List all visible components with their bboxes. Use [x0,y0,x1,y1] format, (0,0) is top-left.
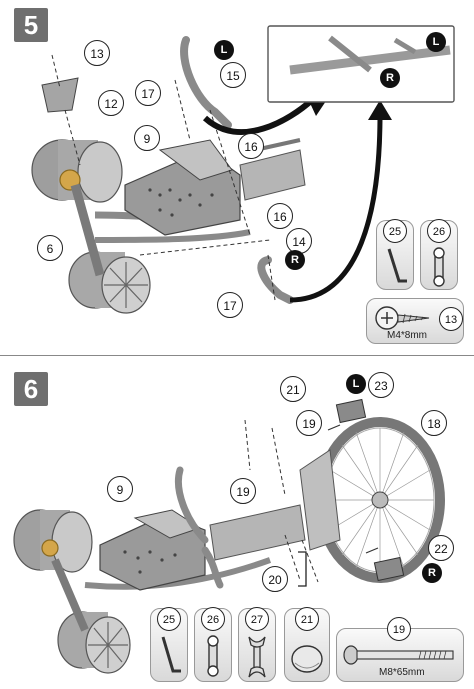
allen-key-icon [387,248,407,283]
callout-tool-21-step6: 21 [295,607,319,631]
tool-card-26: 26 [420,219,458,290]
right-handle-icon [257,256,294,304]
tool-card-26-step6: 26 [194,607,232,682]
allen-key-icon [161,636,181,673]
left-side-badge: L [214,40,234,60]
callout-23: 23 [368,372,394,398]
tool-card-27-step6: 27 [238,607,276,682]
callout-17-bottom: 17 [217,292,243,318]
callout-9-step6: 9 [107,476,133,502]
screw-card-13: 13 M4*8mm [366,298,464,344]
pedal-left-icon [327,398,367,431]
callout-bolt-19: 19 [387,617,411,641]
seat-cover-icon [41,77,79,113]
tool-card-25: 25 [376,219,414,290]
callout-14: 14 [286,228,312,254]
callout-9: 9 [134,125,160,151]
box-wrench-icon [207,635,219,677]
rear-wheel-top-6-icon [13,509,93,573]
bolt-card-19: 19 M8*65mm [336,617,464,682]
callout-21: 21 [280,376,306,402]
pedal-right-icon [365,547,405,582]
left-handle-icon [180,36,232,129]
open-wrench-icon [248,636,266,678]
arrow-to-detail-right-icon [289,114,383,303]
tool-card-25-step6: 25 [150,607,188,682]
callout-tool-25-step6: 25 [157,607,181,631]
step-6-badge: 6 [14,372,48,406]
callout-17-top: 17 [135,80,161,106]
box-wrench-icon [433,247,445,287]
detail-left-badge: L [426,32,446,52]
dome-cap-icon [291,645,323,673]
callout-tool-26: 26 [427,219,451,243]
right-side-badge: R [285,250,305,270]
seat-6-icon [99,509,206,591]
step-5-badge: 5 [14,8,48,42]
callout-tool-25: 25 [383,219,407,243]
callout-screw-13: 13 [439,307,463,331]
step-divider [0,355,474,356]
callout-16-mid: 16 [267,203,293,229]
callout-19-left: 19 [230,478,256,504]
screw-icon [375,306,430,330]
front-wheel-icon [299,417,445,583]
callout-13-top: 13 [84,40,110,66]
callout-tool-26-step6: 26 [201,607,225,631]
callout-12: 12 [98,90,124,116]
callout-6: 6 [37,235,63,261]
callout-19-top: 19 [296,410,322,436]
rear-wheel-bottom-icon [68,251,151,314]
callout-18: 18 [421,410,447,436]
bolt-size-label: M8*65mm [379,667,425,678]
right-side-badge-6: R [422,563,442,583]
callout-22: 22 [428,535,454,561]
detail-right-badge: R [380,68,400,88]
step-5-illustration [31,25,455,314]
tool-card-21-step6: 21 [284,607,330,682]
screw-size-label: M4*8mm [387,330,428,341]
rear-axle-icon [70,183,105,277]
callout-15: 15 [220,62,246,88]
callout-20: 20 [262,566,288,592]
left-side-badge-6: L [346,374,366,394]
callout-tool-27-step6: 27 [245,607,269,631]
rear-wheel-bottom-6-icon [57,611,131,674]
arrow-to-detail-left-icon [202,97,315,135]
seat-icon [124,139,241,236]
bolt-icon [343,645,454,665]
callout-16-top: 16 [238,133,264,159]
